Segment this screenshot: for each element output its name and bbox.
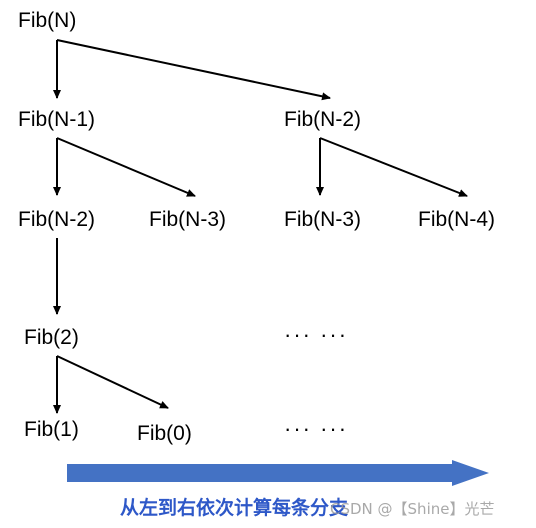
node-fib-2: Fib(2) bbox=[24, 326, 79, 349]
progress-arrow bbox=[67, 460, 489, 486]
watermark: CSDN @【Shine】光芒 bbox=[330, 500, 494, 518]
node-fib-n-minus-3-right: Fib(N-3) bbox=[284, 208, 361, 231]
node-fib-n-minus-2-right: Fib(N-2) bbox=[284, 108, 361, 131]
ellipsis-middle: ··· ··· bbox=[284, 322, 348, 347]
node-fib-n: Fib(N) bbox=[18, 9, 76, 32]
node-fib-n-minus-2-left: Fib(N-2) bbox=[18, 208, 95, 231]
node-fib-1: Fib(1) bbox=[24, 418, 79, 441]
tree-edges bbox=[53, 39, 468, 414]
edge-n1-to-n3 bbox=[56, 137, 196, 197]
edge-root-to-n2 bbox=[56, 39, 331, 101]
edge-f2-to-f0 bbox=[56, 355, 169, 409]
node-fib-n-minus-1: Fib(N-1) bbox=[18, 108, 95, 131]
tree-nodes: Fib(N) Fib(N-1) Fib(N-2) Fib(N-2) Fib(N-… bbox=[18, 9, 495, 445]
caption: 从左到右依次计算每条分支 bbox=[120, 496, 349, 519]
edge-n2right-to-n4 bbox=[319, 137, 468, 197]
node-fib-0: Fib(0) bbox=[137, 422, 192, 445]
node-fib-n-minus-3-left: Fib(N-3) bbox=[149, 208, 226, 231]
ellipsis-bottom: ··· ··· bbox=[284, 416, 348, 441]
node-fib-n-minus-4: Fib(N-4) bbox=[418, 208, 495, 231]
